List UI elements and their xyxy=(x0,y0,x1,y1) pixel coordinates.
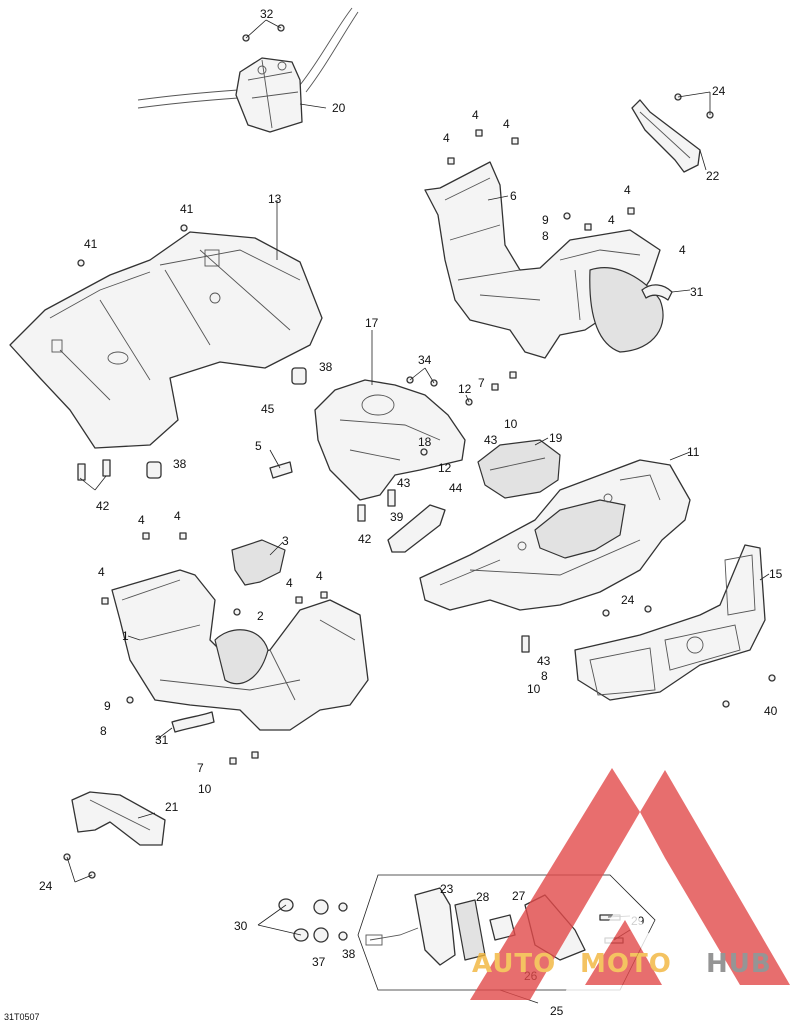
callout-label: 25 xyxy=(550,1004,564,1018)
callout-label: 5 xyxy=(255,439,262,453)
callout-label: 4 xyxy=(679,243,686,257)
callout-label: 9 xyxy=(104,699,111,713)
callout-numbers: 32 20 24 22 4 4 4 6 41 13 41 9 8 4 4 4 3… xyxy=(39,7,783,1018)
callout-label: 31 xyxy=(690,285,704,299)
callout-label: 15 xyxy=(769,567,783,581)
footrest-part-21 xyxy=(71,791,166,846)
callout-label: 38 xyxy=(342,947,356,961)
callout-label: 12 xyxy=(458,382,472,396)
callout-label: 32 xyxy=(260,7,274,21)
left-side-panel-part-1 xyxy=(111,569,369,731)
callout-label: 41 xyxy=(180,202,194,216)
callout-label: 19 xyxy=(549,431,563,445)
callout-label: 45 xyxy=(261,402,275,416)
callout-label: 22 xyxy=(706,169,720,183)
callout-label: 42 xyxy=(358,532,372,546)
callout-label: 4 xyxy=(608,213,615,227)
callout-label: 27 xyxy=(512,889,526,903)
screws-group xyxy=(63,24,776,879)
callout-label: 39 xyxy=(390,510,404,524)
callout-label: 8 xyxy=(541,669,548,683)
watermark-word-hub: HUB xyxy=(706,949,772,979)
clip-43-b xyxy=(521,635,530,653)
callout-label: 1 xyxy=(122,629,129,643)
callout-label: 3 xyxy=(282,534,289,548)
callout-label: 38 xyxy=(319,360,333,374)
clip-42-a xyxy=(77,463,86,481)
drawing-code: 31T0507 xyxy=(4,1012,40,1022)
rear-fender-part-13 xyxy=(9,231,323,449)
callout-label: 43 xyxy=(537,654,551,668)
callout-label: 11 xyxy=(687,445,700,459)
spacer-part-38-upper xyxy=(291,367,307,385)
watermark-word-moto: MOTO xyxy=(580,949,672,979)
callout-label: 24 xyxy=(39,879,53,893)
callout-label: 8 xyxy=(100,724,107,738)
callout-label: 34 xyxy=(418,353,432,367)
clip-42-b xyxy=(102,459,111,477)
callout-label: 44 xyxy=(449,481,463,495)
hose-part-31-upper xyxy=(641,284,673,301)
callout-label: 43 xyxy=(397,476,411,490)
callout-label: 10 xyxy=(504,417,518,431)
front-fender-part-11 xyxy=(419,459,691,611)
bracket-part-22 xyxy=(631,99,701,173)
sticker-part-5 xyxy=(269,461,293,479)
watermark-word-auto: AUTO xyxy=(472,949,556,979)
callout-label: 8 xyxy=(542,229,549,243)
callout-label: 43 xyxy=(484,433,498,447)
callout-label: 4 xyxy=(624,183,631,197)
callout-label: 20 xyxy=(332,101,346,115)
center-cover-part-17 xyxy=(314,379,466,501)
callout-label: 23 xyxy=(440,882,454,896)
callout-label: 10 xyxy=(198,782,212,796)
callout-label: 9 xyxy=(542,213,549,227)
callout-label: 17 xyxy=(365,316,379,330)
leader-lines xyxy=(66,19,770,1004)
callout-label: 28 xyxy=(476,890,490,904)
watermark-logo: AUTO MOTO HUB xyxy=(470,768,790,1000)
callout-label: 4 xyxy=(286,576,293,590)
headlight-lens-part-19 xyxy=(477,439,561,499)
callout-label: 12 xyxy=(438,461,452,475)
callout-label: 24 xyxy=(621,593,635,607)
callout-label: 31 xyxy=(155,733,169,747)
callout-label: 18 xyxy=(418,435,432,449)
front-bumper-part-15 xyxy=(574,544,766,701)
callout-label: 30 xyxy=(234,919,248,933)
callout-label: 10 xyxy=(527,682,541,696)
callout-label: 13 xyxy=(268,192,282,206)
callout-label: 40 xyxy=(764,704,778,718)
callout-label: 42 xyxy=(96,499,110,513)
callout-label: 4 xyxy=(98,565,105,579)
callout-label: 4 xyxy=(138,513,145,527)
callout-label: 2 xyxy=(257,609,264,623)
callout-label: 21 xyxy=(165,800,179,814)
callout-label: 4 xyxy=(472,108,479,122)
callout-label: 4 xyxy=(443,131,450,145)
callout-label: 4 xyxy=(503,117,510,131)
callout-label: 6 xyxy=(510,189,517,203)
bracket-part-39 xyxy=(387,504,446,553)
bracket-part-3 xyxy=(231,539,286,586)
callout-label: 4 xyxy=(316,569,323,583)
hose-part-31-lower xyxy=(171,711,215,733)
handlebar-cover-part-20 xyxy=(137,7,359,133)
callout-label: 24 xyxy=(712,84,726,98)
spacer-part-38-lower xyxy=(146,461,162,479)
callout-label: 7 xyxy=(478,376,485,390)
clip-42-c xyxy=(357,504,366,522)
callout-label: 7 xyxy=(197,761,204,775)
callout-label: 4 xyxy=(174,509,181,523)
callout-label: 41 xyxy=(84,237,98,251)
clip-43-a xyxy=(387,489,396,507)
callout-label: 38 xyxy=(173,457,187,471)
callout-label: 37 xyxy=(312,955,326,969)
